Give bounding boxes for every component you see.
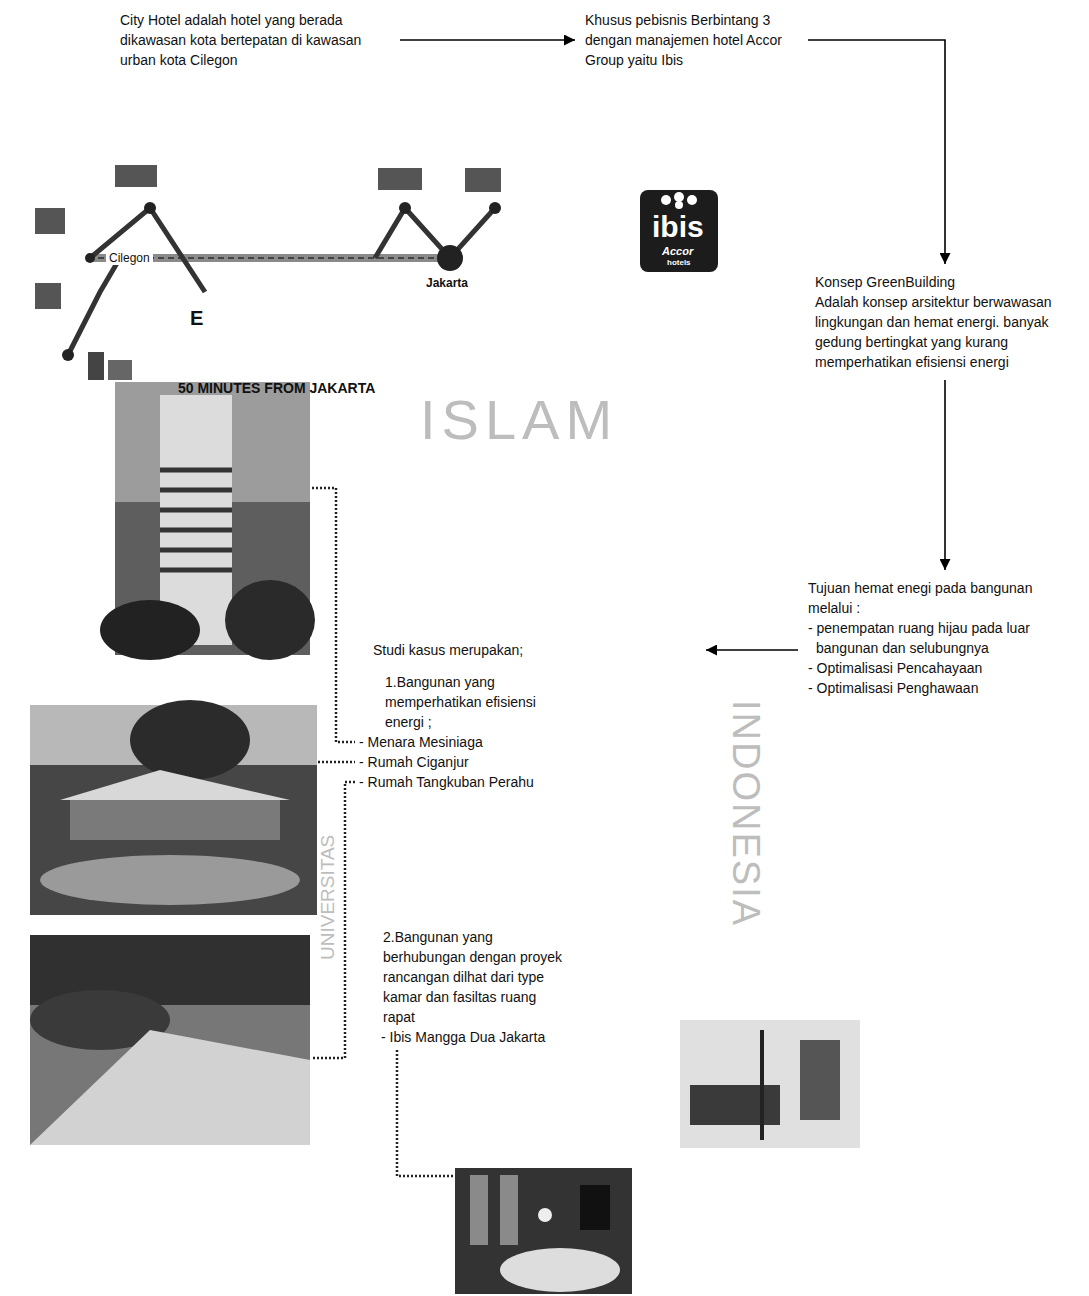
leader-line [312,488,355,742]
ibis-logo [674,192,684,202]
route-map [35,165,501,380]
photo-garden [30,1030,310,1145]
ibis-logo [640,190,718,272]
photo-tower [160,568,232,573]
compass-mark: E [190,308,203,328]
route-map [85,253,95,263]
photo-room [680,1020,860,1148]
route-map [35,208,65,234]
leader-line [397,1050,453,1176]
node-text: - Optimalisasi Pencahayaan [808,658,1080,678]
route-map [465,168,501,192]
photo-room [800,1040,840,1120]
photo-house [60,770,290,800]
map-caption: 50 MINUTES FROM JAKARTA [178,381,375,395]
node-text: - Ibis Mangga Dua Jakarta [381,1027,700,1047]
photo-bedroom [500,1248,620,1292]
text-block: Khusus pebisnis Berbintang 3 dengan mana… [585,10,800,70]
map-label: Jakarta [426,277,468,289]
leader-line [312,782,355,1058]
photo-room [680,1020,860,1148]
photo-bedroom [455,1168,632,1294]
route-map [375,208,495,258]
text-block: Konsep GreenBuildingAdalah konsep arsite… [815,272,1083,372]
route-map [489,202,501,214]
photo-tower [100,600,200,660]
photo-house [30,700,317,915]
map-label: Cilegon [106,251,153,265]
ibis-logo [687,195,697,205]
photo-bedroom [538,1208,552,1222]
photo-tower [225,580,315,660]
photo-bedroom [470,1175,488,1245]
text-block: Tujuan hemat enegi pada bangunan melalui… [808,578,1080,698]
route-map [35,283,61,309]
photo-bedroom [580,1185,610,1230]
node-text: - Rumah Ciganjur [359,752,700,772]
logo-text: ibis [652,212,704,242]
route-map [62,349,74,361]
photo-garden [30,935,310,1145]
photo-house [70,800,280,840]
photo-tower [160,470,232,570]
route-map [378,168,422,190]
node-text: Studi kasus merupakan; [373,640,700,660]
route-map [68,258,120,355]
case-study-list: Studi kasus merupakan; 1.Bangunan yang me… [355,640,700,1047]
photo-tower [160,468,232,473]
logo-text: hotels [667,259,691,267]
node-text: - Rumah Tangkuban Perahu [359,772,700,792]
node-text: Khusus pebisnis Berbintang 3 dengan mana… [585,10,800,70]
photo-house [130,700,250,780]
watermark: INDONESIA [727,700,765,927]
ibis-logo [675,201,683,209]
node-text: Tujuan hemat enegi pada bangunan melalui… [808,578,1080,618]
photo-room [690,1085,780,1125]
node-text: Konsep GreenBuilding [815,272,1083,292]
route-map [437,245,463,271]
node-text: 2.Bangunan yang berhubungan dengan proye… [383,927,568,1027]
route-map [108,360,132,380]
photo-tower [160,488,232,493]
photo-bedroom [455,1168,632,1294]
flow-arrow [400,39,575,41]
node-text: - Menara Mesiniaga [359,732,700,752]
text-block: City Hotel adalah hotel yang berada dika… [120,10,392,70]
flow-arrow [944,380,946,570]
flow-arrow [808,40,945,264]
route-map [115,165,157,187]
photo-garden [30,935,310,1145]
route-map [144,202,156,214]
node-text: - penempatan ruang hijau pada luar bangu… [808,618,1080,658]
watermark: UNIVERSITAS [318,835,337,960]
node-text: 1.Bangunan yang memperhatikan efisiensi … [385,672,555,732]
node-text: Adalah konsep arsitektur berwawasan ling… [815,292,1083,372]
photo-tower [160,548,232,553]
node-text: - Optimalisasi Penghawaan [808,678,1080,698]
node-text: City Hotel adalah hotel yang berada dika… [120,10,392,70]
photo-tower [160,528,232,533]
photo-tower [100,382,315,660]
watermark: ISLAM [420,392,618,448]
flow-arrow [706,649,798,651]
photo-tower [160,508,232,513]
ibis-logo [661,195,671,205]
logo-text: Accor [662,246,693,257]
photo-bedroom [500,1175,518,1245]
leader-line [318,761,355,764]
ibis-logo [640,190,718,272]
route-map [399,202,411,214]
route-map [88,352,104,380]
photo-room [760,1030,764,1140]
photo-house [40,855,300,905]
